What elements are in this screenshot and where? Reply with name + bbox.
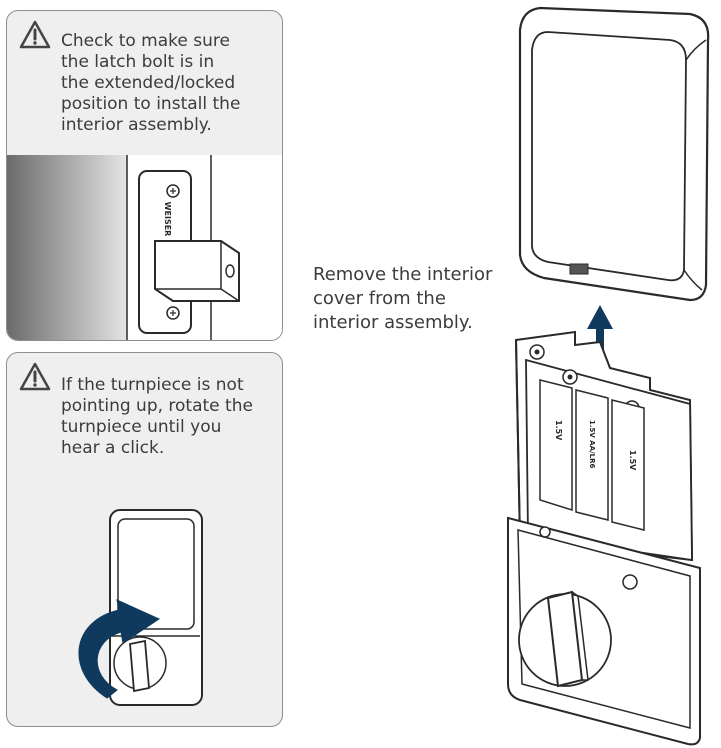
turnpiece-panel: If the turnpiece is not pointing up, rot… <box>6 352 283 727</box>
battery-slot-label-2: 1.5V AA/LR6 <box>588 420 596 468</box>
latch-check-note: Check to make sure the latch bolt is in … <box>61 31 241 135</box>
turnpiece-note: If the turnpiece is not pointing up, rot… <box>61 375 253 458</box>
turnpiece-rotation-illustration <box>78 509 203 706</box>
warning-triangle-icon <box>19 362 51 391</box>
latch-check-panel: Check to make sure the latch bolt is in … <box>6 10 283 341</box>
battery-slot-label-3: 1.5V <box>628 450 637 471</box>
warning-triangle-icon <box>19 20 51 49</box>
battery-slot-label-1: 1.5V <box>554 420 563 441</box>
latch-plate-brand: WEISER <box>163 202 172 237</box>
remove-cover-caption: Remove the interior cover from the inter… <box>313 264 493 333</box>
latch-bolt-illustration: WEISER <box>7 155 282 340</box>
rotation-arrow-icon <box>78 599 161 699</box>
